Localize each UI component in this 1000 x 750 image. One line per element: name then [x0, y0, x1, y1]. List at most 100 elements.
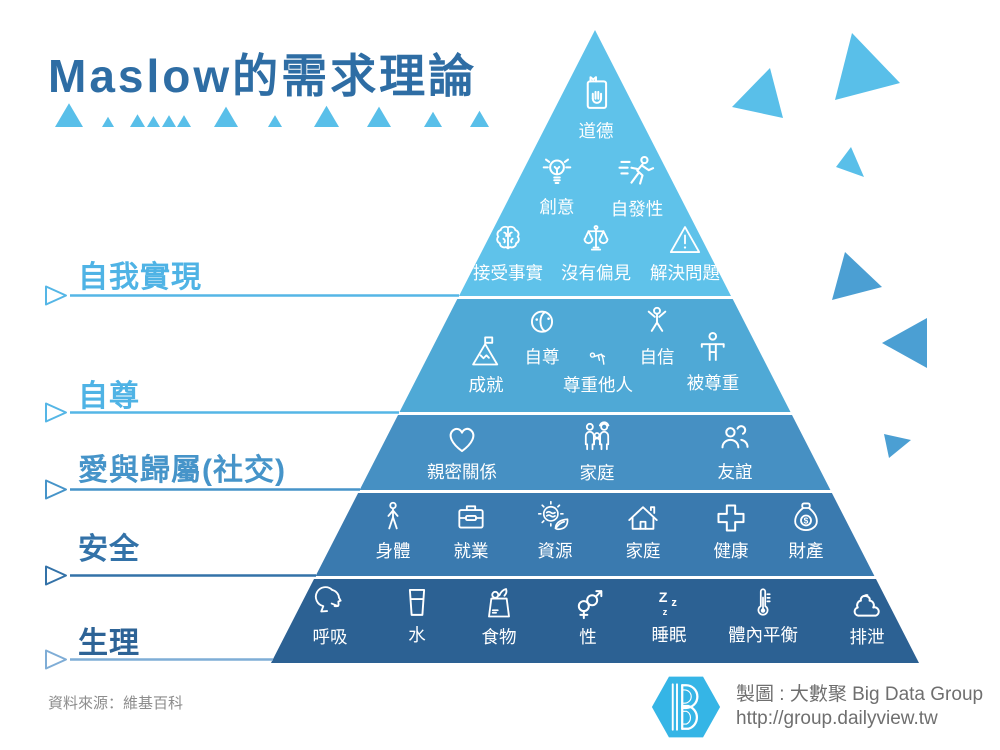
pyramid-item-label: 沒有偏見 [561, 263, 631, 283]
data-source-note: 資料來源：維基百科 [48, 695, 184, 712]
pyramid-item-label: 水 [408, 625, 426, 645]
credit-line-1: 製圖 : 大數聚 Big Data Group [736, 684, 984, 705]
friends-icon [715, 419, 755, 459]
pyramid-item: 家庭 [623, 498, 663, 562]
pyramid-item: 體內平衡 [728, 584, 798, 646]
pyramid-item: 水 [398, 584, 436, 646]
pyramid-item: 友誼 [715, 419, 755, 483]
pyramid-item: 解決問題 [650, 220, 720, 284]
pyramid-item-label: 呼吸 [312, 627, 348, 647]
level-guide-esteem [45, 402, 399, 423]
pyramid-item: 性 [568, 584, 608, 648]
medical-cross-icon [711, 498, 751, 538]
pyramid-item: 睡眠 [650, 584, 688, 646]
pyramid-item-label: 自尊 [524, 347, 560, 367]
bowing-person-icon [584, 344, 612, 372]
pyramid-item-label: 睡眠 [651, 625, 687, 645]
level-guide-love-belonging [45, 479, 360, 500]
pyramid-level-1-shape [459, 30, 731, 296]
pyramid-item: 道德 [574, 74, 618, 142]
pyramid-item: 就業 [451, 498, 491, 562]
briefcase-icon [451, 498, 491, 538]
water-glass-icon [398, 584, 436, 622]
pyramid-item-label: 解決問題 [650, 263, 720, 283]
level-guide-safety [45, 565, 316, 586]
two-faces-icon [521, 302, 563, 344]
pyramid-item: 健康 [711, 498, 751, 562]
running-person-icon [614, 150, 660, 196]
level-guide-self-actualization [45, 285, 459, 306]
pyramid-item: 自發性 [610, 150, 664, 220]
level-label-safety: 安全 [78, 533, 140, 566]
pyramid-item: 被尊重 [686, 328, 740, 394]
pyramid-item-label: 成就 [468, 375, 504, 395]
pyramid-item-label: 就業 [453, 541, 489, 561]
pyramid-item-label: 體內平衡 [728, 625, 798, 645]
big-data-group-logo-icon [651, 676, 721, 738]
cheering-person-icon [636, 302, 678, 344]
pyramid-item: 親密關係 [427, 419, 497, 483]
sun-leaf-icon [535, 498, 575, 538]
pyramid-item: 資源 [535, 498, 575, 562]
pyramid-item: 沒有偏見 [561, 220, 631, 284]
credit-block: 製圖 : 大數聚 Big Data Group http://group.dai… [650, 674, 983, 740]
pyramid-item-label: 家庭 [625, 541, 661, 561]
pyramid-item-label: 道德 [578, 121, 614, 141]
heart-icon [442, 419, 482, 459]
pyramid-item-label: 接受事實 [473, 263, 543, 283]
lightbulb-icon [535, 150, 579, 194]
page-title: Maslow的需求理論 [48, 50, 478, 102]
pyramid-item: 自信 [636, 302, 678, 368]
level-label-physiological: 生理 [78, 627, 140, 660]
pyramid-item-label: 創意 [539, 197, 575, 217]
house-icon [623, 498, 663, 538]
pyramid-item: 家庭 [576, 417, 619, 484]
pyramid-item-label: 自發性 [610, 199, 664, 219]
pyramid-item: 身體 [373, 498, 413, 562]
pyramid-item: 自尊 [521, 302, 563, 368]
sleep-zzz-icon [650, 584, 688, 622]
pyramid-item-label: 食物 [481, 627, 517, 647]
pyramid-item: 財產 [786, 498, 826, 562]
pyramid-item-label: 家庭 [579, 463, 615, 483]
pyramid-item-label: 被尊重 [686, 373, 740, 393]
pyramid-level-3-shape [359, 415, 831, 490]
pyramid-item: 呼吸 [310, 584, 350, 648]
pyramid-item-label: 自信 [639, 347, 675, 367]
pyramid-item-label: 身體 [375, 541, 411, 561]
thermometer-icon [744, 584, 782, 622]
pyramid-item-label: 性 [579, 627, 597, 647]
family-icon [576, 417, 619, 460]
scales-icon [576, 220, 616, 260]
level-label-self-actualization: 自我實現 [78, 261, 202, 294]
pyramid-item-label: 尊重他人 [563, 375, 633, 395]
pyramid-item-label: 親密關係 [427, 462, 497, 482]
pyramid-item-label: 友誼 [717, 462, 753, 482]
level-label-esteem: 自尊 [78, 380, 140, 413]
brain-icon [488, 220, 528, 260]
warning-triangle-icon [665, 220, 705, 260]
pyramid-item: 食物 [479, 584, 519, 648]
level-label-love-belonging: 愛與歸屬(社交) [78, 454, 286, 487]
decorative-triangles [732, 33, 927, 458]
pyramid-item-label: 排泄 [849, 627, 885, 647]
pyramid-item: 排泄 [847, 584, 887, 648]
level-guide-physiological [45, 649, 273, 670]
pyramid-item-label: 財產 [788, 541, 824, 561]
breathing-icon [310, 584, 350, 624]
credit-text: 製圖 : 大數聚 Big Data Group http://group.dai… [736, 683, 983, 731]
person-icon [373, 498, 413, 538]
pyramid-item: 尊重他人 [563, 344, 633, 396]
gender-symbols-icon [568, 584, 608, 624]
standing-person-icon [692, 328, 734, 370]
pyramid-item: 接受事實 [473, 220, 543, 284]
pyramid-item-label: 健康 [713, 541, 749, 561]
credit-line-2[interactable]: http://group.dailyview.tw [736, 708, 938, 729]
pyramid-item-label: 資源 [537, 541, 573, 561]
excretion-icon [847, 584, 887, 624]
pyramid-item: 成就 [466, 332, 506, 396]
pyramid-item: 創意 [535, 150, 579, 218]
pyramid-level-5-shape [271, 579, 919, 663]
money-bag-icon [786, 498, 826, 538]
